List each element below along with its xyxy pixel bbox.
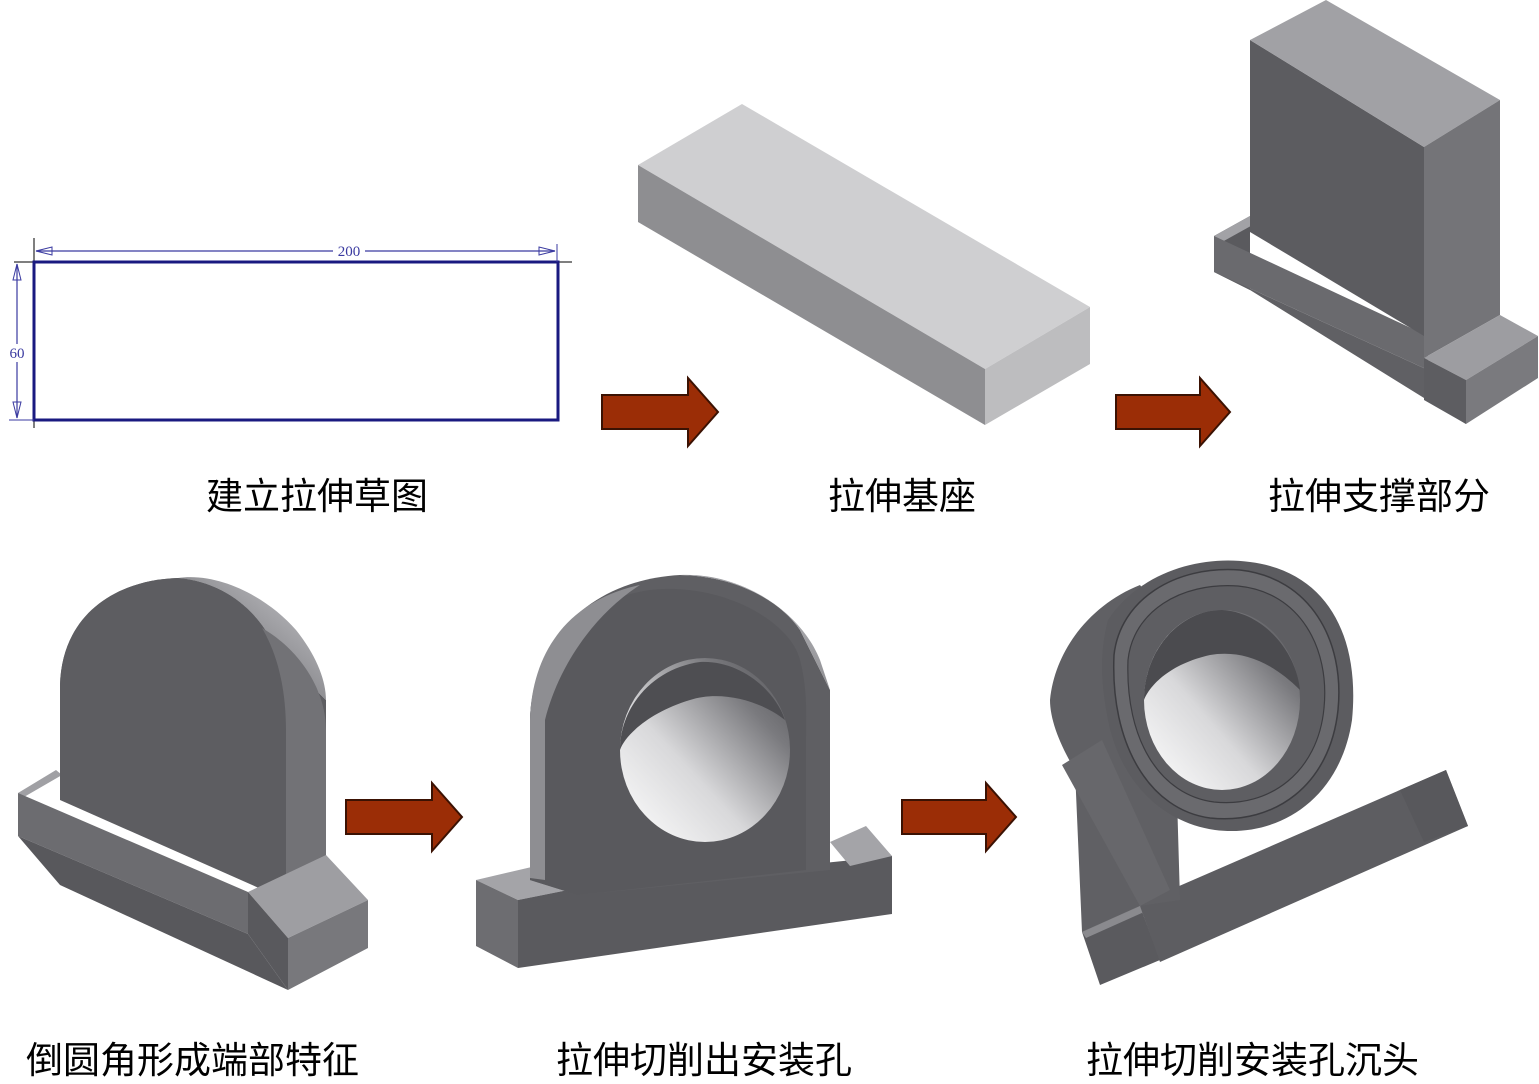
- step6-caption: 拉伸切削安装孔沉头: [1086, 1039, 1419, 1082]
- step4-caption: 倒圆角形成端部特征: [26, 1039, 359, 1082]
- through-hole-model: [476, 574, 892, 968]
- base-block-model: [638, 104, 1090, 425]
- width-dimension-label: 200: [338, 244, 361, 260]
- step2-caption: 拉伸基座: [828, 475, 976, 518]
- arrow-step2-to-step3: [1115, 375, 1232, 449]
- sketch-drawing: 200 60: [5, 238, 572, 428]
- arrow-step1-to-step2: [601, 375, 720, 449]
- height-dimension-label: 60: [10, 346, 25, 362]
- step3-caption: 拉伸支撑部分: [1268, 475, 1490, 518]
- arrow-step5-to-step6: [901, 780, 1018, 854]
- counterbore-model: [1050, 560, 1468, 985]
- rounded-end-model: [18, 577, 368, 990]
- step5-caption: 拉伸切削出安装孔: [556, 1039, 852, 1082]
- sketch-rectangle: [32, 260, 560, 422]
- arrow-step4-to-step5: [345, 780, 464, 854]
- step1-caption: 建立拉伸草图: [206, 475, 428, 518]
- support-model: [1214, 0, 1538, 424]
